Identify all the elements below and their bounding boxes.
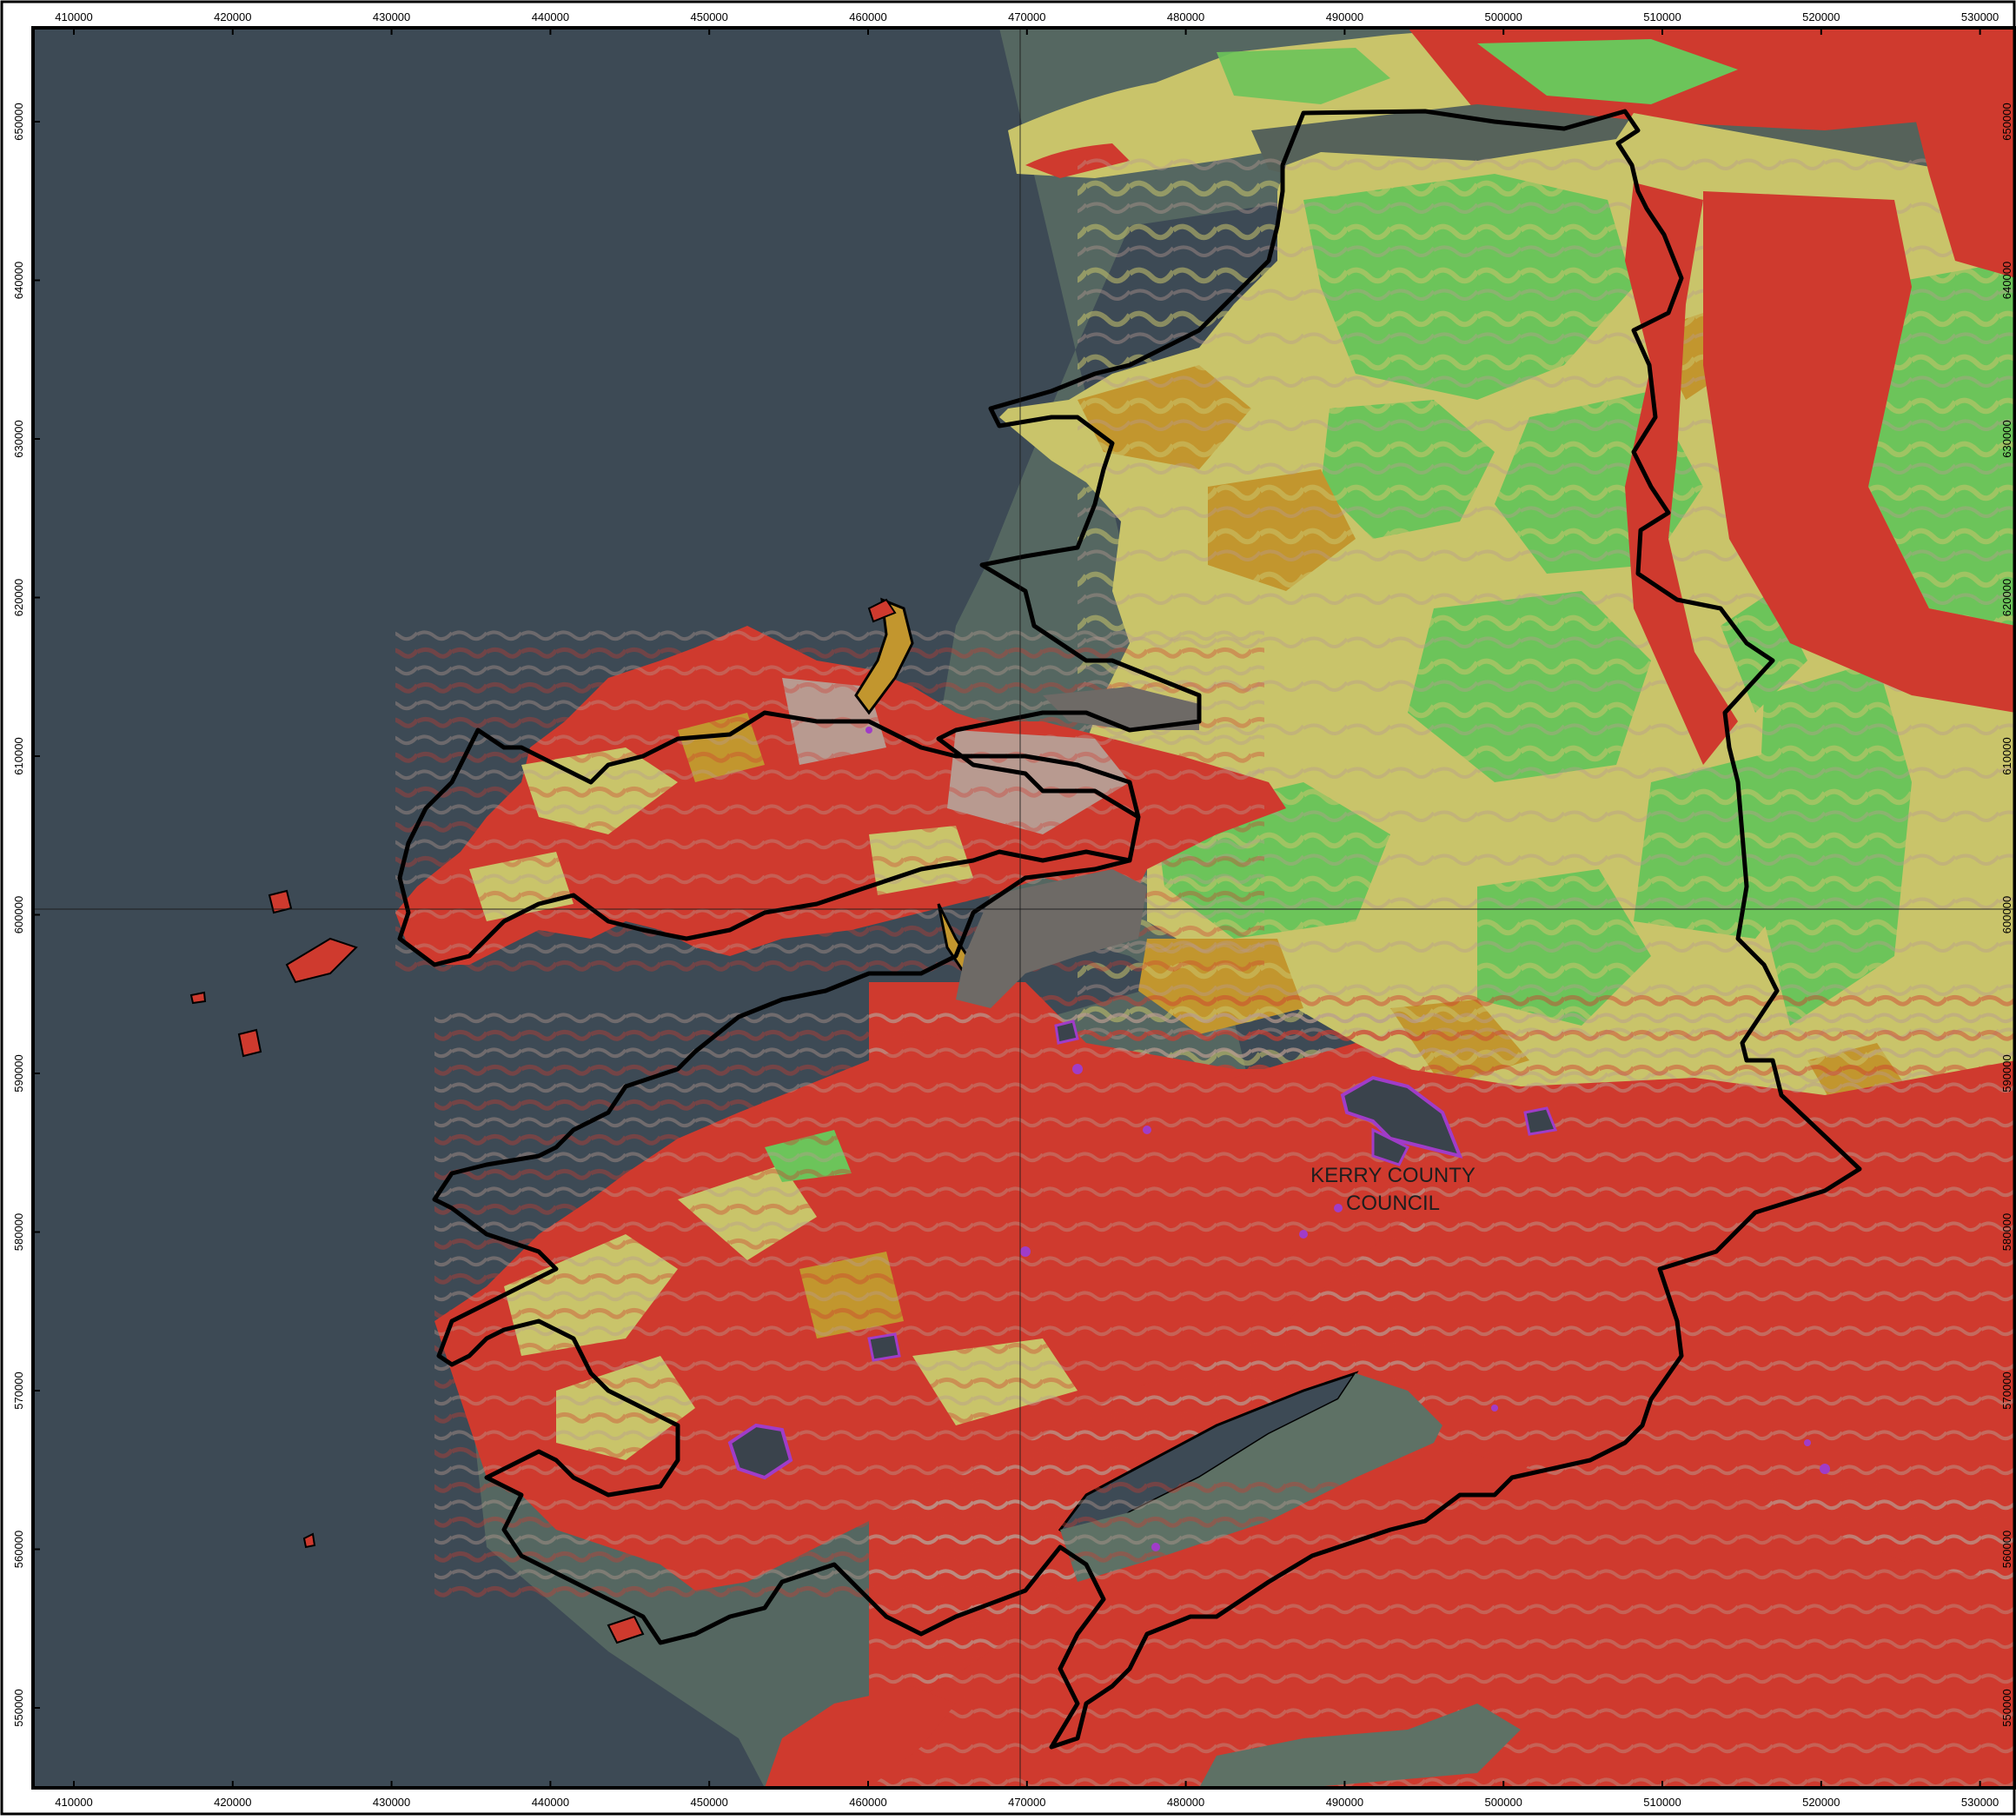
- x-tick-label: 450000: [691, 1796, 728, 1809]
- y-tick-label: 610000: [12, 737, 25, 774]
- y-tick-label: 570000: [12, 1372, 25, 1409]
- x-tick-label: 480000: [1167, 10, 1204, 23]
- x-axis-ticks-bottom: 410000 420000 430000 440000 450000 460000 4700…: [55, 1781, 1999, 1809]
- x-tick-label: 470000: [1008, 1796, 1045, 1809]
- x-tick-label: 500000: [1485, 10, 1522, 23]
- x-axis-ticks-top: 410000 420000 430000 440000 450000 460000 4700…: [55, 10, 1999, 35]
- x-tick-label: 510000: [1643, 10, 1681, 23]
- y-tick-label: 550000: [12, 1689, 25, 1726]
- y-tick-label: 650000: [2000, 103, 2013, 140]
- map-border: [31, 26, 2016, 1790]
- x-tick-label: 410000: [55, 10, 92, 23]
- x-tick-label: 420000: [214, 10, 251, 23]
- x-tick-label: 520000: [1802, 10, 1840, 23]
- y-tick-label: 630000: [2000, 420, 2013, 457]
- y-tick-label: 590000: [2000, 1054, 2013, 1092]
- x-tick-label: 490000: [1326, 10, 1363, 23]
- x-tick-label: 510000: [1643, 1796, 1681, 1809]
- blasket-islands: [285, 937, 358, 984]
- y-tick-label: 650000: [12, 103, 25, 140]
- x-tick-label: 420000: [214, 1796, 251, 1809]
- x-tick-label: 530000: [1961, 1796, 1999, 1809]
- y-tick-label: 620000: [2000, 579, 2013, 616]
- y-tick-label: 640000: [12, 262, 25, 299]
- x-tick-label: 530000: [1961, 10, 1999, 23]
- y-tick-label: 550000: [2000, 1689, 2013, 1726]
- map-canvas[interactable]: [33, 28, 2016, 1788]
- y-tick-label: 610000: [2000, 737, 2013, 774]
- x-tick-label: 480000: [1167, 1796, 1204, 1809]
- y-tick-label: 560000: [12, 1531, 25, 1568]
- y-tick-label: 620000: [12, 579, 25, 616]
- purple-specks: [865, 727, 1830, 1551]
- east-red-region: [1625, 183, 1738, 765]
- x-tick-label: 460000: [849, 10, 886, 23]
- x-tick-label: 440000: [532, 10, 569, 23]
- county-label-line1: KERRY COUNTY: [1310, 1164, 1476, 1187]
- y-axis-ticks-right: 650000 640000 630000 620000 610000 600000 5900…: [2000, 103, 2013, 1726]
- y-tick-label: 580000: [2000, 1213, 2013, 1251]
- lough-leane: [1340, 1075, 1463, 1159]
- x-tick-label: 520000: [1802, 1796, 1840, 1809]
- county-label-line2: COUNCIL: [1346, 1192, 1440, 1215]
- y-tick-label: 590000: [12, 1054, 25, 1092]
- x-tick-label: 410000: [55, 1796, 92, 1809]
- x-tick-label: 430000: [373, 10, 410, 23]
- x-tick-label: 460000: [849, 1796, 886, 1809]
- x-tick-label: 440000: [532, 1796, 569, 1809]
- x-tick-label: 490000: [1326, 1796, 1363, 1809]
- y-tick-label: 580000: [12, 1213, 25, 1251]
- y-tick-label: 560000: [2000, 1531, 2013, 1568]
- lough-currane: [727, 1423, 793, 1480]
- y-tick-label: 630000: [12, 420, 25, 457]
- x-tick-label: 470000: [1008, 10, 1045, 23]
- y-tick-label: 570000: [2000, 1372, 2013, 1409]
- y-tick-label: 640000: [2000, 262, 2013, 299]
- y-axis-ticks-left: 650000 640000 630000 620000 610000 600000 5900…: [12, 103, 40, 1727]
- county-boundary[interactable]: [397, 109, 1862, 1750]
- x-tick-label: 430000: [373, 1796, 410, 1809]
- y-tick-label: 600000: [12, 896, 25, 933]
- x-tick-label: 450000: [691, 10, 728, 23]
- x-tick-label: 500000: [1485, 1796, 1522, 1809]
- y-tick-label: 600000: [2000, 896, 2013, 933]
